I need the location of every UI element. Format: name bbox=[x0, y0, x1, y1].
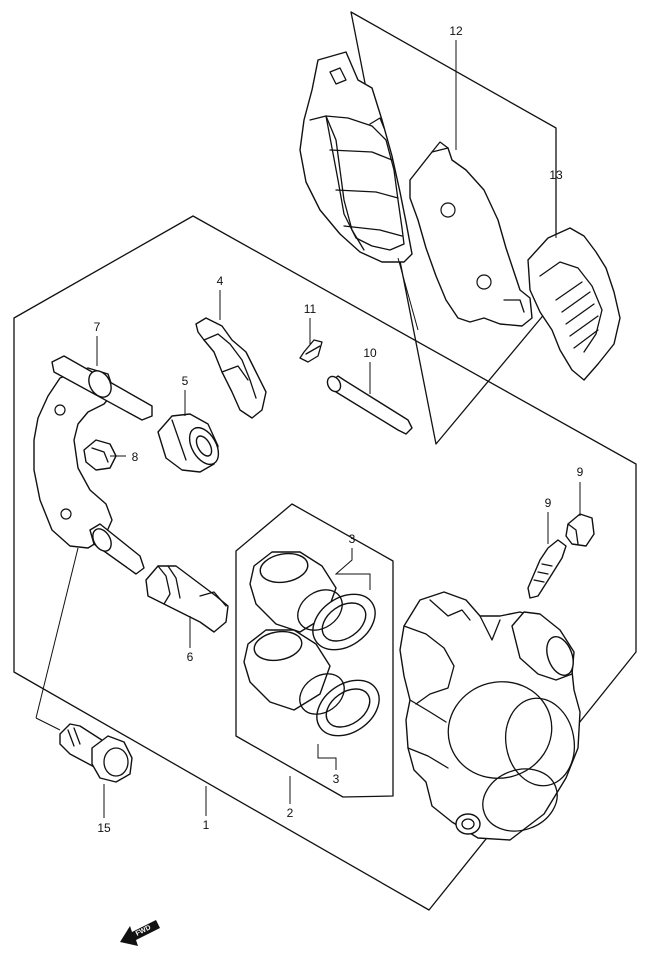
pad-spring bbox=[195, 317, 267, 419]
callout-15: 15 bbox=[97, 821, 111, 835]
callout-7: 7 bbox=[94, 320, 101, 334]
slide-boot bbox=[157, 413, 220, 473]
pad-front-hole-top bbox=[440, 202, 456, 218]
assembly-frame-main bbox=[13, 215, 637, 911]
callout-11: 10 bbox=[363, 346, 377, 360]
bracket-hole-bottom bbox=[60, 508, 72, 520]
bracket-hole-top bbox=[54, 404, 66, 416]
bracket-boot bbox=[83, 439, 117, 471]
leader-lines bbox=[35, 40, 581, 818]
pad-set-group bbox=[299, 51, 621, 381]
slide-pin bbox=[145, 565, 229, 633]
callout-3-bottom: 3 bbox=[333, 772, 340, 786]
pad-pin bbox=[329, 375, 413, 435]
pad-front-hole-bottom bbox=[476, 274, 492, 290]
caliper-bracket-group bbox=[33, 355, 153, 575]
callout-8: 8 bbox=[132, 450, 139, 464]
callout-14: 13 bbox=[549, 168, 563, 182]
callout-4: 4 bbox=[217, 274, 224, 288]
bleeder-group bbox=[527, 513, 595, 599]
callout-12: 11 bbox=[304, 302, 317, 316]
mount-ear bbox=[455, 813, 481, 835]
brake-pad-front bbox=[409, 147, 533, 327]
pad-pin-group bbox=[299, 339, 413, 435]
fwd-indicator: FWD bbox=[120, 920, 160, 946]
callout-2: 2 bbox=[287, 806, 294, 820]
bolt-head bbox=[91, 735, 133, 783]
callout-6: 6 bbox=[187, 650, 194, 664]
pin-clip bbox=[299, 339, 323, 363]
callout-1: 1 bbox=[203, 818, 210, 832]
callout-13: 12 bbox=[449, 24, 463, 38]
bleeder-screw bbox=[527, 539, 567, 599]
callout-10: 9 bbox=[577, 465, 584, 479]
brake-pad-rear bbox=[299, 51, 413, 263]
caliper-body bbox=[399, 591, 581, 841]
bleeder-cap bbox=[565, 513, 595, 547]
callout-3-top: 3 bbox=[349, 532, 356, 546]
piston-kit-frame bbox=[235, 503, 394, 798]
callout-labels: 12 13 4 11 10 7 5 8 9 8 9 3 6 3 2 1 15 bbox=[94, 24, 584, 835]
piston-kit bbox=[243, 548, 380, 770]
mounting-bolt bbox=[59, 723, 133, 783]
callout-9-label: 9 bbox=[545, 496, 552, 510]
fwd-arrow-icon bbox=[120, 920, 160, 946]
callout-5: 5 bbox=[182, 374, 189, 388]
